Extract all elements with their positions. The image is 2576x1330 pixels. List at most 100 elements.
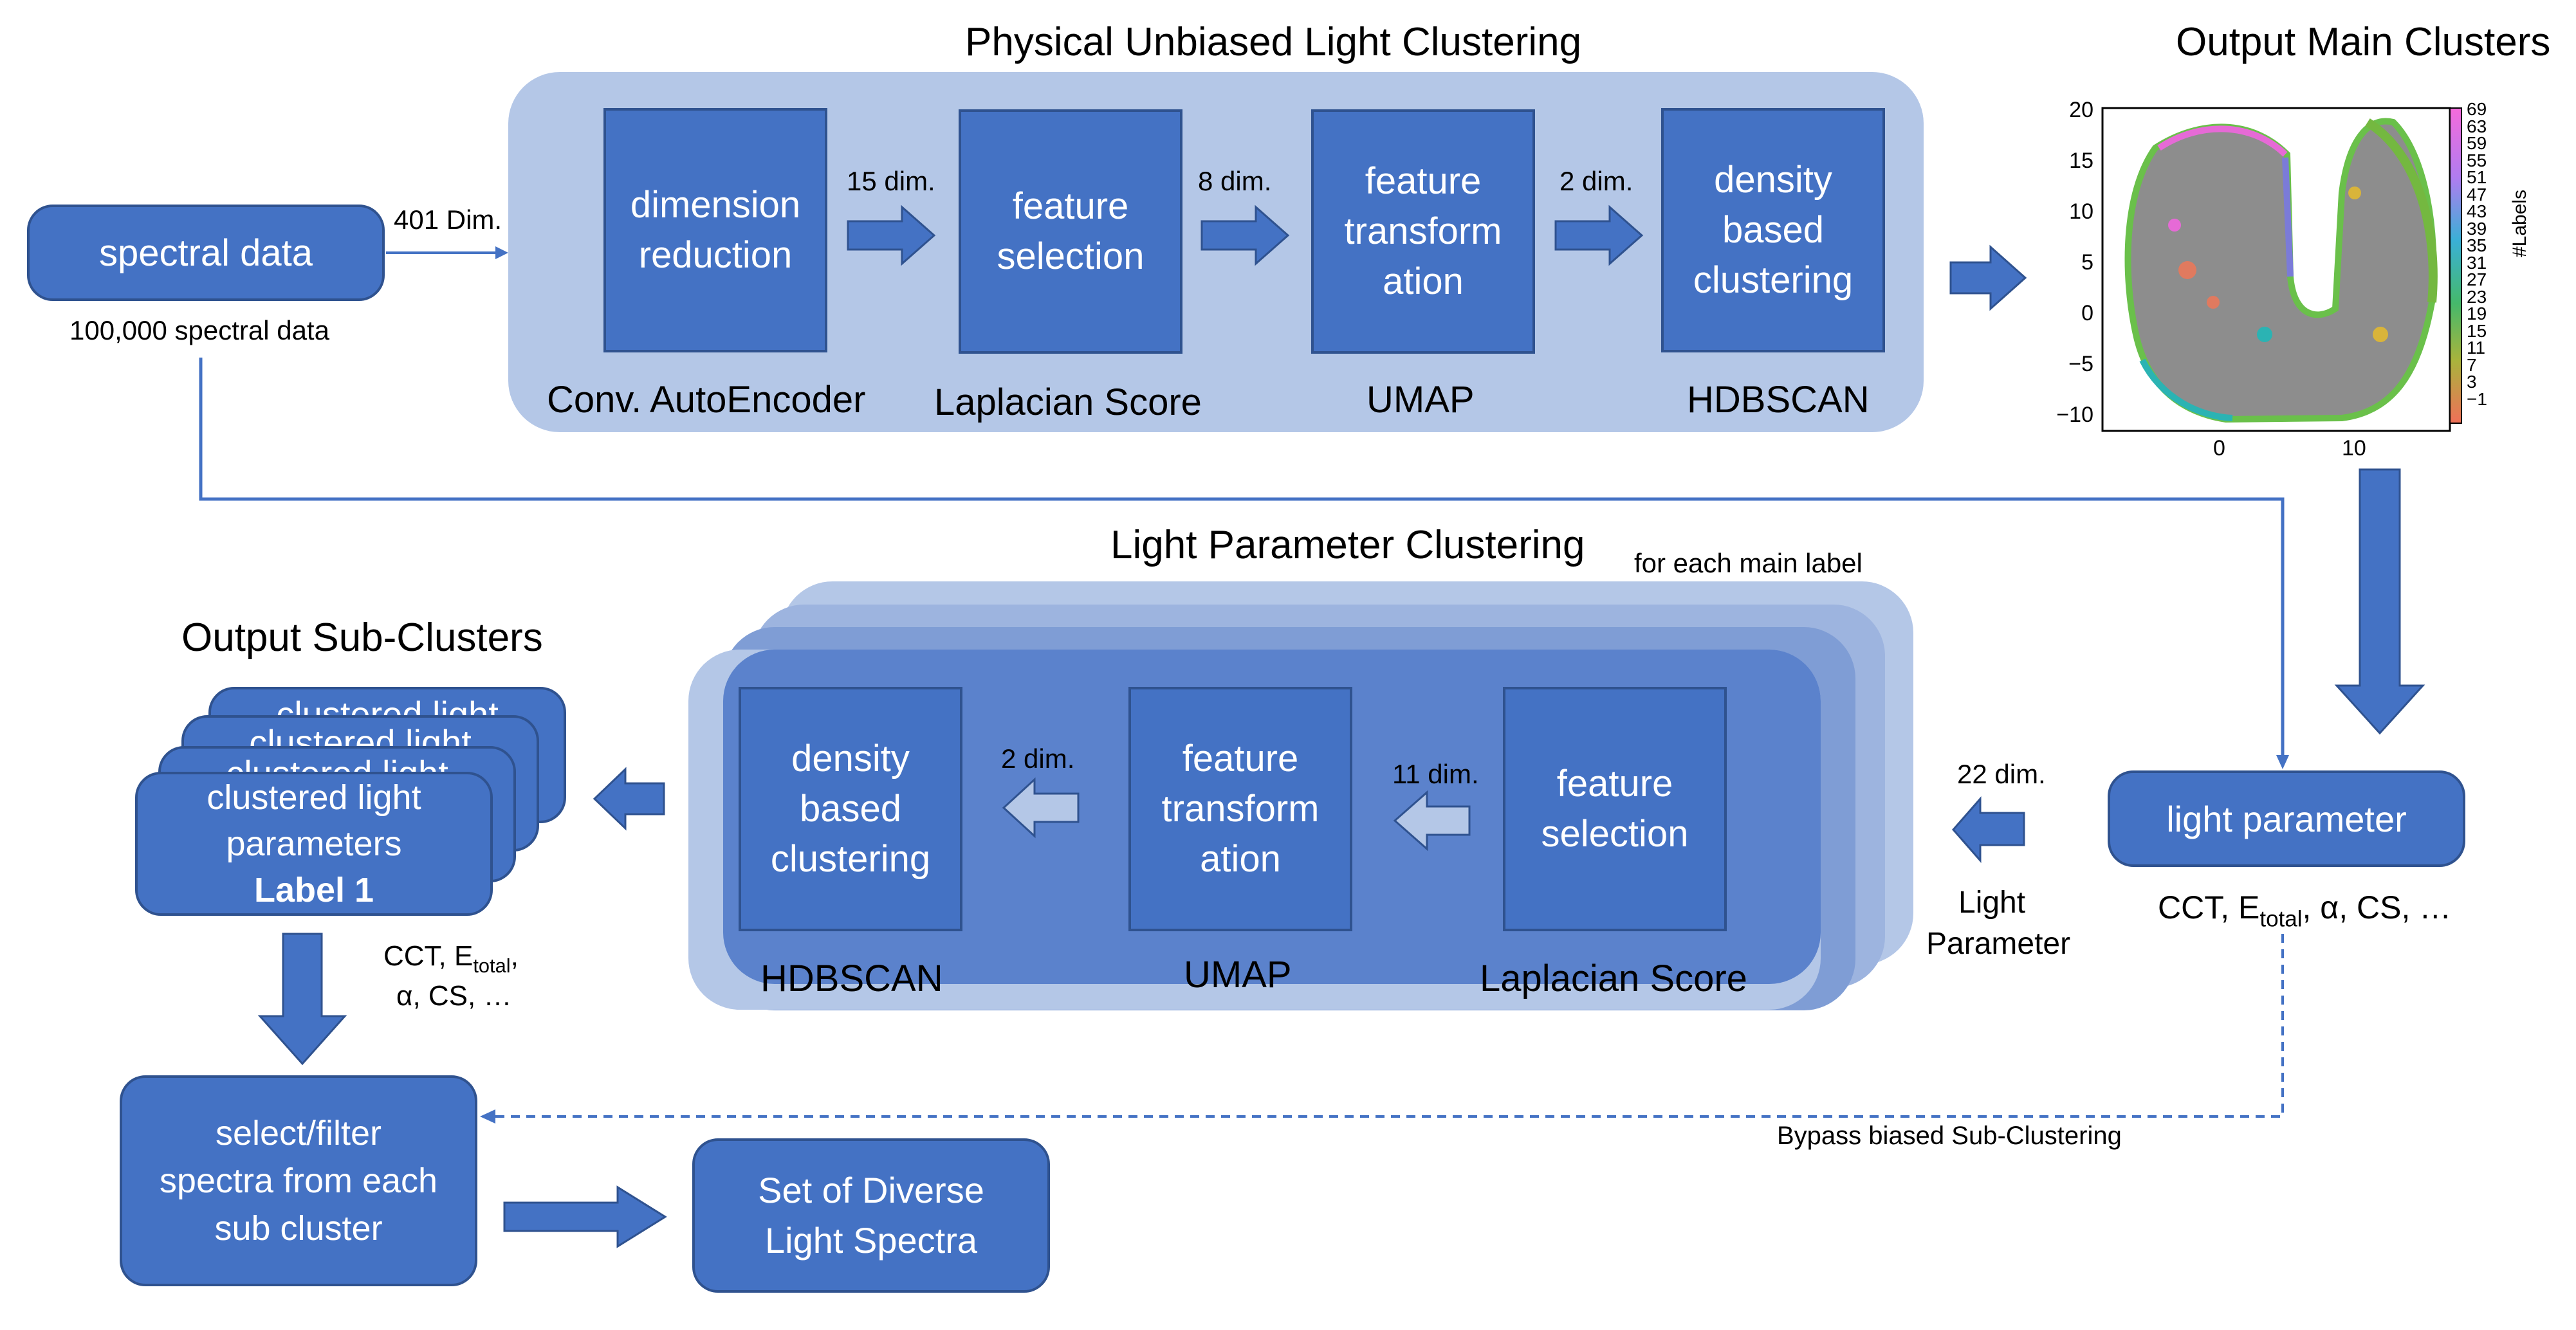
colorbar-tick-label: −1 [2467,388,2487,409]
diverse-spectra-line2: Light Spectra [765,1220,977,1261]
sub-input-label-line2: Parameter [1926,927,2071,961]
sub-params-suffix: , [510,940,519,972]
light-caption-sub: total [2259,906,2303,932]
input-connector-head [495,246,508,259]
method-autoencoder: Conv. AutoEncoder [547,379,866,421]
bypass-label: Bypass biased Sub-Clustering [1777,1122,2122,1150]
scatter-yellow-blob [2373,327,2388,342]
arrow-to-sub-output [593,767,665,831]
method-laplacian-score: Laplacian Score [934,381,1202,423]
colorbar-tick-label: 19 [2467,304,2487,323]
feature-transformation-box[interactable]: feature transform ation [1311,109,1535,354]
sub-density-clustering-box[interactable]: density based clustering [739,687,962,931]
sub-density-clustering-label: density based clustering [770,738,931,880]
colorbar-axis-label: #Labels [2509,189,2530,257]
sub-input-label-line1: Light [1958,886,2026,920]
density-clustering-label: density based clustering [1693,159,1854,301]
y-tick-label: 0 [2081,301,2093,325]
select-filter-line2: spectra from each [159,1161,438,1200]
sub-feature-selection-label: feature selection [1541,763,1689,855]
sub-cluster-card-front[interactable]: clustered light parameters Label 1 [135,772,493,916]
colorbar-tick-label: 39 [2467,218,2487,239]
light-parameter-box[interactable]: light parameter [2108,770,2465,867]
select-filter-line3: sub cluster [214,1209,383,1248]
arrow-sub-2dim [1002,777,1080,839]
colorbar-tick-label: 11 [2467,338,2486,358]
colorbar-tick-label: 31 [2467,252,2487,273]
select-filter-box[interactable]: select/filter spectra from each sub clus… [120,1075,477,1286]
colorbar-tick-label: 69 [2467,99,2487,119]
sub-params-sub: total [473,954,511,977]
sub-input-dim-label: 22 dim. [1957,759,2046,789]
colorbar-tick-label: 23 [2467,286,2487,307]
scatter-orange-blob-1 [2178,261,2196,279]
colorbar-tick-label: 3 [2467,372,2477,392]
density-clustering-box[interactable]: density based clustering [1661,108,1885,352]
scatter-shape-outline [2124,118,2437,423]
x-tick-label: 10 [2342,436,2366,460]
spectral-data-box[interactable]: spectral data [27,205,385,301]
light-parameter-label: light parameter [2166,798,2407,839]
arrow-8dim [1201,205,1290,266]
colorbar-tick-label: 55 [2467,150,2487,170]
light-parameter-caption: CCT, Etotal, α, CS, … [2158,889,2451,932]
scatter-teal-edge [2139,358,2233,421]
feature-selection-box[interactable]: feature selection [959,109,1182,354]
input-caption: 100,000 spectral data [69,315,329,345]
arrow-to-main-output [1949,244,2027,311]
for-each-main-label-note: for each main label [1634,548,1863,578]
colorbar-bar [2449,107,2462,424]
card-front-line1: clustered light [207,778,421,817]
sub-method-hdbscan: HDBSCAN [760,958,943,999]
colorbar-tick-label: 15 [2467,320,2487,341]
colorbar-tick-label: 51 [2467,167,2487,187]
colorbar-tick-label: 35 [2467,235,2487,255]
sub-params-line2: α, CS, … [396,980,512,1012]
arrow-11dim [1393,790,1471,852]
input-dim-label: 401 Dim. [394,205,502,235]
scatter-magenta-blob [2168,219,2181,232]
y-tick-label: 20 [2069,98,2093,122]
arrow-main-to-light [2334,468,2425,735]
arrow-2dim [1554,205,1644,266]
method-hdbscan: HDBSCAN [1687,379,1870,421]
colorbar-tick-label: 43 [2467,201,2487,221]
output-sub-title: Output Sub-Clusters [181,615,543,660]
x-tick-label: 0 [2213,436,2225,460]
y-tick-label: −10 [2056,403,2093,427]
sub-section-title: Light Parameter Clustering [1110,523,1585,567]
sub-feature-transformation-box[interactable]: feature transform ation [1128,687,1352,931]
y-tick-label: −5 [2068,352,2093,376]
dimension-reduction-label: dimension reduction [630,184,801,276]
scatter-purple-edge [2282,157,2294,277]
bypass-arrow-head [480,1109,495,1124]
y-tick-label: 10 [2069,199,2093,224]
feature-selection-label: feature selection [997,185,1145,277]
arrow-sub-to-select [257,933,347,1066]
feature-transformation-label: feature transform ation [1344,160,1502,302]
sub-dim-label-11: 11 dim. [1392,759,1479,789]
colorbar [2449,107,2462,424]
diverse-spectra-line1: Set of Diverse [758,1170,984,1210]
y-tick-label: 5 [2081,250,2093,275]
method-umap: UMAP [1366,379,1475,421]
dimension-reduction-box[interactable]: dimension reduction [603,108,827,352]
spectral-to-light-head [2276,755,2289,769]
card-front-line3: Label 1 [253,871,374,909]
spectral-to-light-connector [199,358,2285,758]
card-front-line2: parameters [226,824,402,863]
light-caption-suffix: , α, CS, … [2302,889,2452,925]
spectral-data-label: spectral data [98,232,313,274]
diverse-spectra-box[interactable]: Set of Diverse Light Spectra [692,1138,1050,1293]
main-cluster-scatter-plot [2101,107,2462,432]
dim-label-8: 8 dim. [1198,166,1272,196]
scatter-green-edge [2365,118,2438,303]
sub-method-umap: UMAP [1184,954,1292,996]
colorbar-tick-label: 59 [2467,133,2487,153]
output-main-title: Output Main Clusters [2176,20,2551,64]
sub-feature-selection-box[interactable]: feature selection [1503,687,1727,931]
colorbar-tick-label: 7 [2467,354,2477,375]
sub-method-laplacian: Laplacian Score [1480,958,1747,999]
colorbar-tick-label: 47 [2467,184,2487,205]
